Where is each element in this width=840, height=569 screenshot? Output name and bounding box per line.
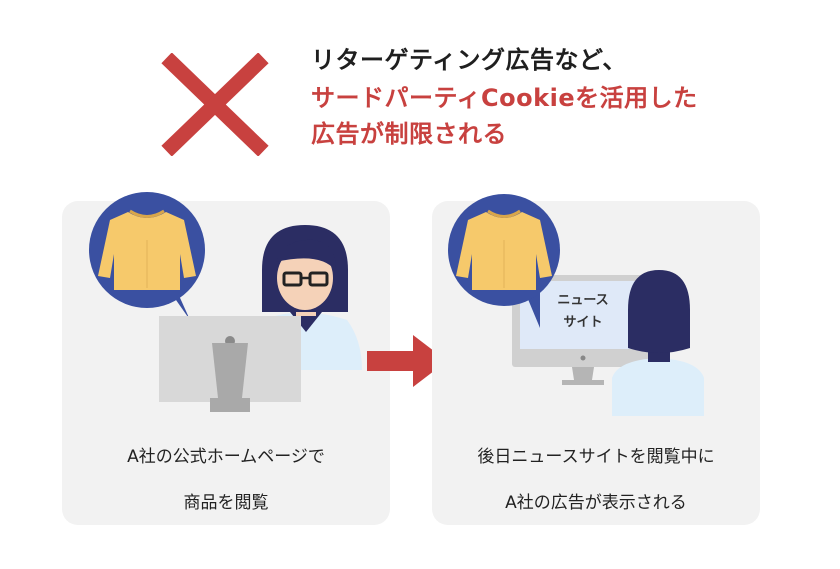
monitor-line-1: ニュース <box>557 293 609 308</box>
arrow-right-icon <box>367 335 447 387</box>
left-caption-line-1: A社の公式ホームページで <box>127 447 325 467</box>
speech-bubble-left <box>89 192 205 320</box>
right-caption: 後日ニュースサイトを閲覧中に A社の広告が表示される <box>432 438 760 522</box>
headline-line-2: サードパーティCookieを活用した <box>311 84 698 112</box>
right-caption-line-1: 後日ニュースサイトを閲覧中に <box>477 447 715 467</box>
speech-bubble-right <box>448 194 560 328</box>
headline-line-3: 広告が制限される <box>311 120 507 148</box>
monitor-icon <box>159 316 301 412</box>
right-illustration <box>448 194 704 416</box>
monitor-screen-text: ニュース サイト <box>520 290 646 334</box>
headline: リターゲティング広告など、 サードパーティCookieを活用した 広告が制限され… <box>311 44 698 150</box>
left-illustration <box>89 192 362 412</box>
headline-line-1: リターゲティング広告など、 <box>311 46 627 74</box>
sweater-icon <box>98 209 196 290</box>
cross-mark-icon <box>161 53 269 156</box>
left-caption-line-2: 商品を閲覧 <box>183 493 269 513</box>
sweater-icon <box>456 209 552 290</box>
right-caption-line-2: A社の広告が表示される <box>505 493 687 513</box>
left-caption: A社の公式ホームページで 商品を閲覧 <box>62 438 390 522</box>
monitor-line-2: サイト <box>563 315 603 330</box>
person-back-icon <box>612 270 704 416</box>
monitor-icon <box>512 275 654 385</box>
